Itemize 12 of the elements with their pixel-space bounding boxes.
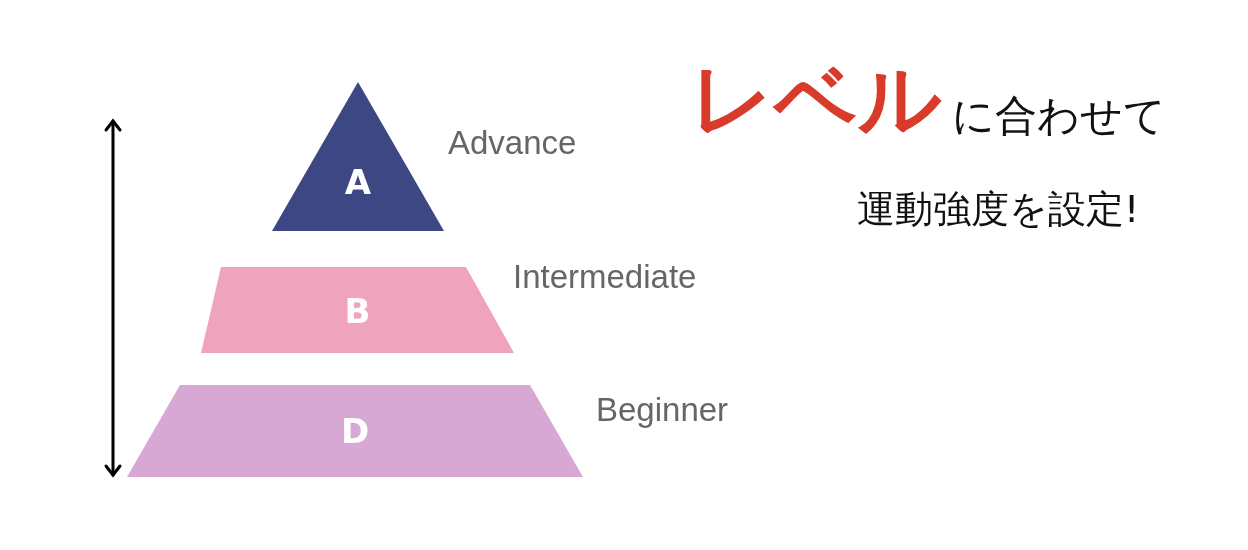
pyramid-tier [127,385,583,477]
level-name: Intermediate [513,257,697,297]
level-letter: B [343,291,372,331]
headline-word: レベル [690,52,942,147]
pyramid-tier [201,267,514,353]
headline-text: 運動強度を設定! [857,188,1140,232]
level-letter: A [343,162,373,202]
level-name: Advance [448,123,577,163]
pyramid-tier [272,82,444,231]
headline-text: に合わせて [952,92,1166,141]
level-letter: D [339,411,371,451]
level-name: Beginner [596,390,729,430]
